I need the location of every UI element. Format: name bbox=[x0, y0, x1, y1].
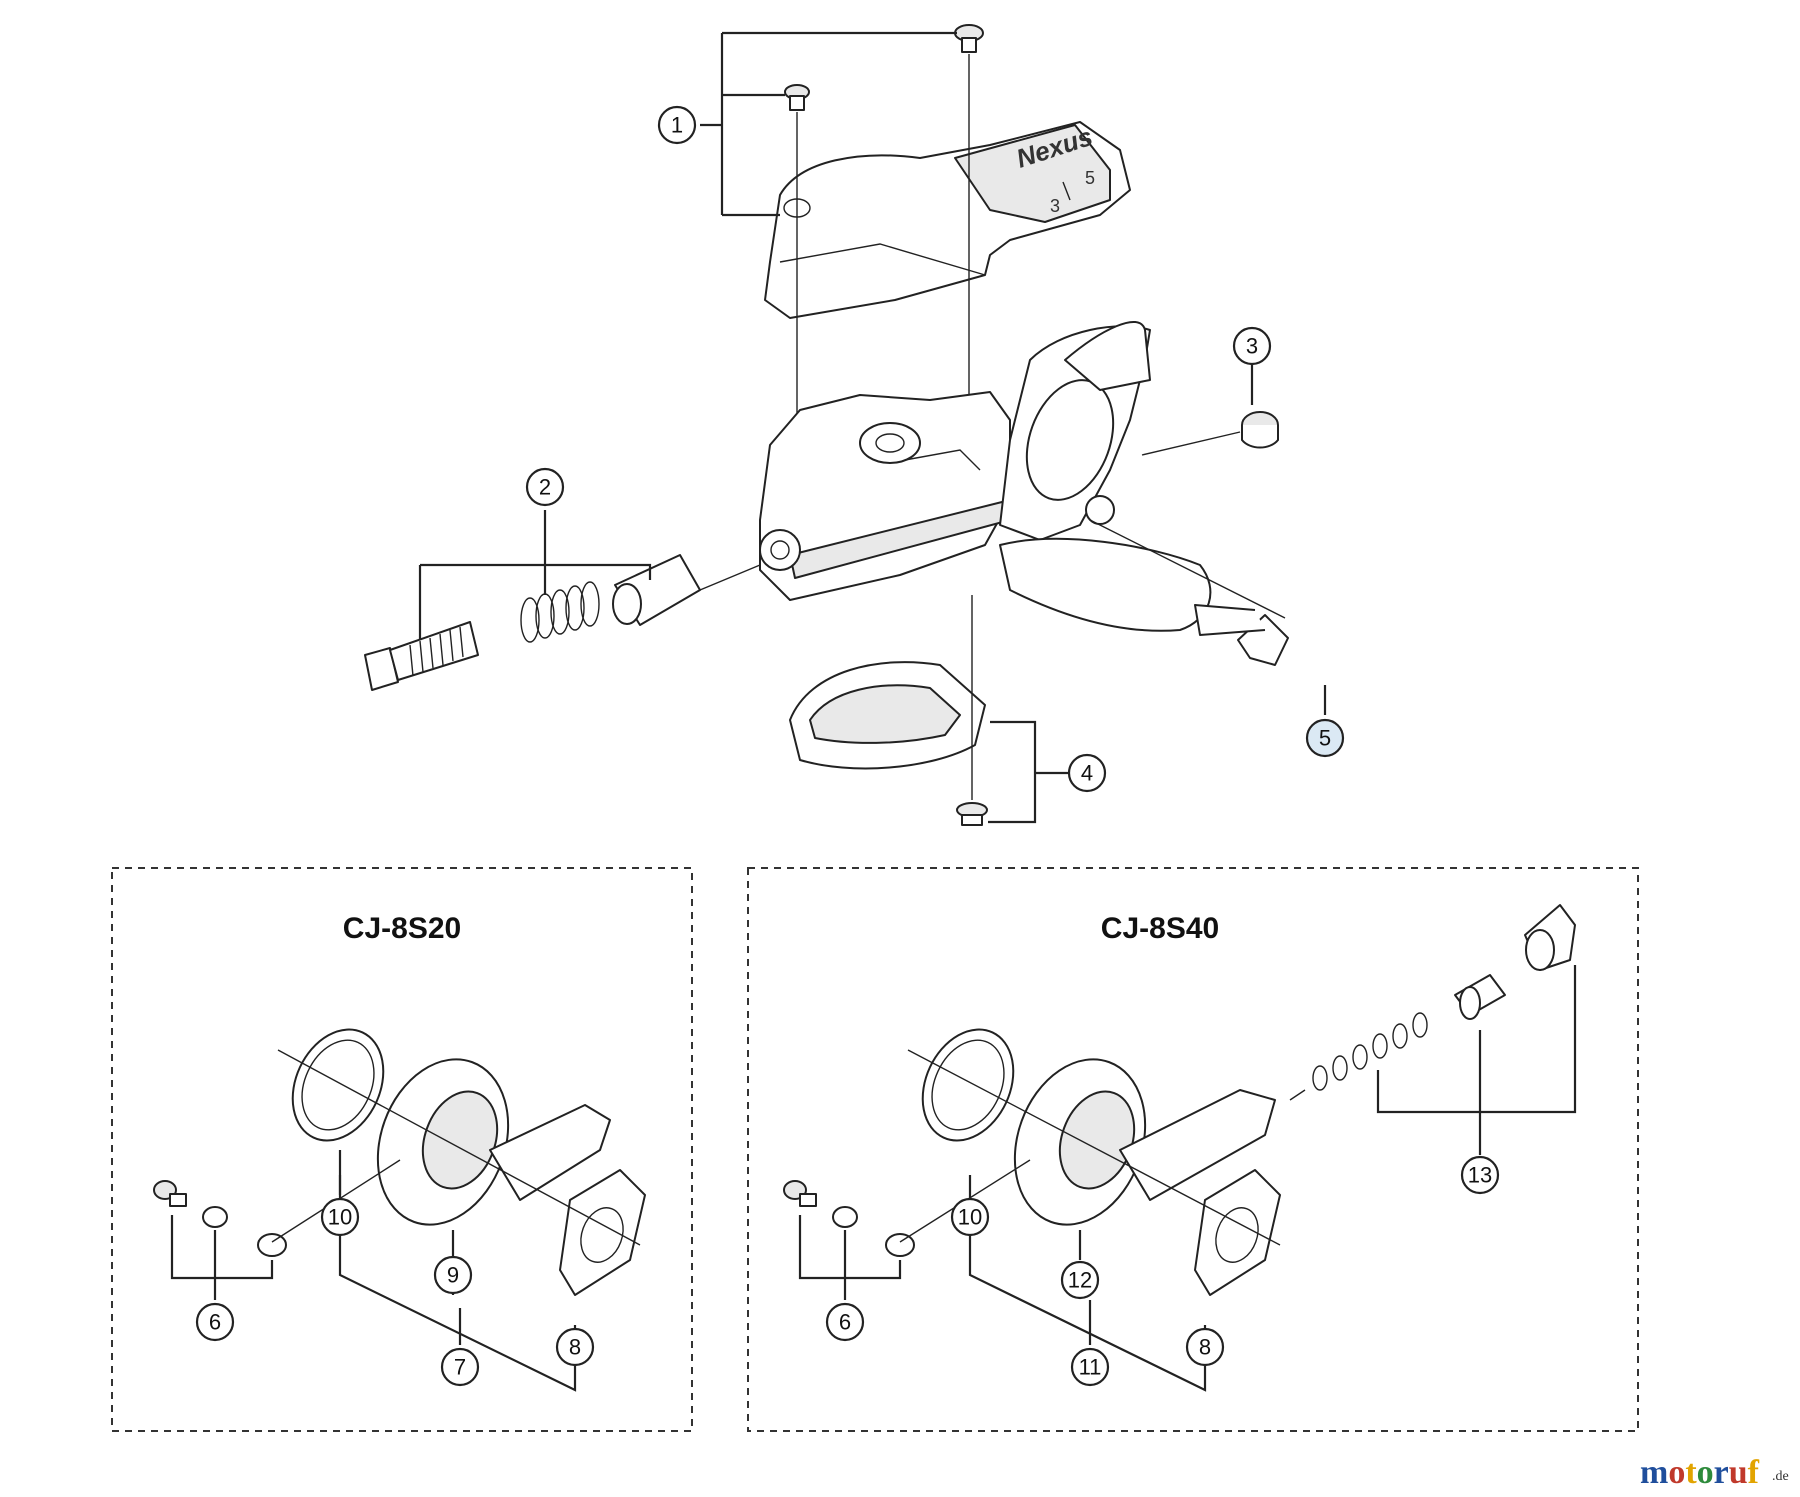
cj20-callout-9: 9 bbox=[433, 1255, 473, 1295]
leader-1 bbox=[700, 31, 957, 217]
cj40-callout-12: 12 bbox=[1060, 1260, 1100, 1300]
cj40-callout-8: 8 bbox=[1185, 1327, 1225, 1367]
box-title-cj-8s20: CJ-8S20 bbox=[343, 912, 461, 945]
cj20-callout-6: 6 bbox=[195, 1302, 235, 1342]
watermark-main: motoruf bbox=[1640, 1454, 1760, 1491]
cj40-hardware bbox=[783, 1180, 915, 1257]
cj40-ring bbox=[921, 1028, 1015, 1142]
cj20-callout-8: 8 bbox=[555, 1327, 595, 1367]
shifter-assembly: Nexus 3 5 bbox=[364, 24, 1345, 826]
svg-text:13: 13 bbox=[1468, 1163, 1492, 1188]
svg-text:9: 9 bbox=[447, 1263, 459, 1288]
watermark-letter: r bbox=[1714, 1454, 1729, 1491]
top-cover: Nexus 3 5 bbox=[764, 121, 1131, 319]
cover-screw-left bbox=[784, 84, 810, 470]
svg-text:10: 10 bbox=[328, 1205, 352, 1230]
handlebar-clamp bbox=[999, 320, 1151, 541]
dial-mark-3: 3 bbox=[1050, 196, 1060, 216]
cj40-bracket bbox=[1194, 1169, 1281, 1296]
svg-text:6: 6 bbox=[839, 1310, 851, 1335]
svg-text:10: 10 bbox=[958, 1205, 982, 1230]
adjuster-part-2 bbox=[364, 554, 761, 691]
callout-2: 2 bbox=[525, 467, 565, 507]
shifter-body bbox=[759, 391, 1011, 601]
cj20-callout-7: 7 bbox=[440, 1347, 480, 1387]
svg-text:12: 12 bbox=[1068, 1268, 1092, 1293]
plug-part-3 bbox=[1141, 411, 1279, 456]
svg-text:3: 3 bbox=[1246, 334, 1258, 359]
box-cj-8s20: CJ-8S20 6 7 bbox=[111, 867, 693, 1432]
cj20-plate bbox=[376, 1058, 611, 1226]
leader-2 bbox=[418, 510, 652, 640]
callout-1: 1 bbox=[657, 105, 697, 145]
cj40-callout-11: 11 bbox=[1070, 1347, 1110, 1387]
cj40-leader-13 bbox=[1376, 965, 1577, 1155]
svg-text:8: 8 bbox=[569, 1335, 581, 1360]
svg-text:1: 1 bbox=[671, 113, 683, 138]
box-cj-8s40: CJ-8S40 bbox=[747, 867, 1639, 1432]
watermark-letter: o bbox=[1697, 1454, 1714, 1491]
cj40-callout-10: 10 bbox=[950, 1197, 990, 1237]
watermark-letter: t bbox=[1685, 1454, 1697, 1491]
bolt-part-5 bbox=[1089, 519, 1289, 666]
box-title-cj-8s40: CJ-8S40 bbox=[1101, 912, 1219, 945]
cj40-leader-6 bbox=[798, 1215, 902, 1300]
watermark-suffix: .de bbox=[1772, 1469, 1789, 1484]
callout-4: 4 bbox=[1067, 753, 1107, 793]
cj40-spring bbox=[1289, 1012, 1428, 1101]
adjuster-spring bbox=[520, 581, 600, 643]
watermark-letter: u bbox=[1729, 1454, 1748, 1491]
watermark-letter: o bbox=[1668, 1454, 1685, 1491]
svg-text:4: 4 bbox=[1081, 761, 1093, 786]
watermark-letter: f bbox=[1748, 1454, 1760, 1491]
callout-3: 3 bbox=[1232, 326, 1272, 366]
trigger-lever bbox=[999, 537, 1212, 632]
callout-5: 5 bbox=[1305, 718, 1345, 758]
svg-text:7: 7 bbox=[454, 1355, 466, 1380]
cj40-plate bbox=[1013, 1058, 1276, 1226]
cj40-callout-13: 13 bbox=[1460, 1155, 1500, 1195]
watermark-logo: motoruf .de bbox=[1640, 1454, 1789, 1491]
cj40-callout-6: 6 bbox=[825, 1302, 865, 1342]
watermark-letter: m bbox=[1640, 1454, 1668, 1491]
cover-screw-right bbox=[954, 24, 984, 415]
svg-text:8: 8 bbox=[1199, 1335, 1211, 1360]
svg-text:6: 6 bbox=[209, 1310, 221, 1335]
cj20-callout-10: 10 bbox=[320, 1197, 360, 1237]
leader-4 bbox=[988, 720, 1070, 824]
cj40-adjuster bbox=[1454, 904, 1576, 1020]
svg-text:2: 2 bbox=[539, 475, 551, 500]
bottom-cover-part-4 bbox=[789, 595, 988, 826]
cj20-leader-6 bbox=[170, 1215, 274, 1300]
cj20-hardware bbox=[153, 1180, 287, 1257]
cj20-bracket bbox=[559, 1169, 646, 1296]
dial-mark-5: 5 bbox=[1085, 168, 1095, 188]
svg-text:11: 11 bbox=[1079, 1355, 1102, 1380]
svg-text:5: 5 bbox=[1319, 726, 1331, 751]
